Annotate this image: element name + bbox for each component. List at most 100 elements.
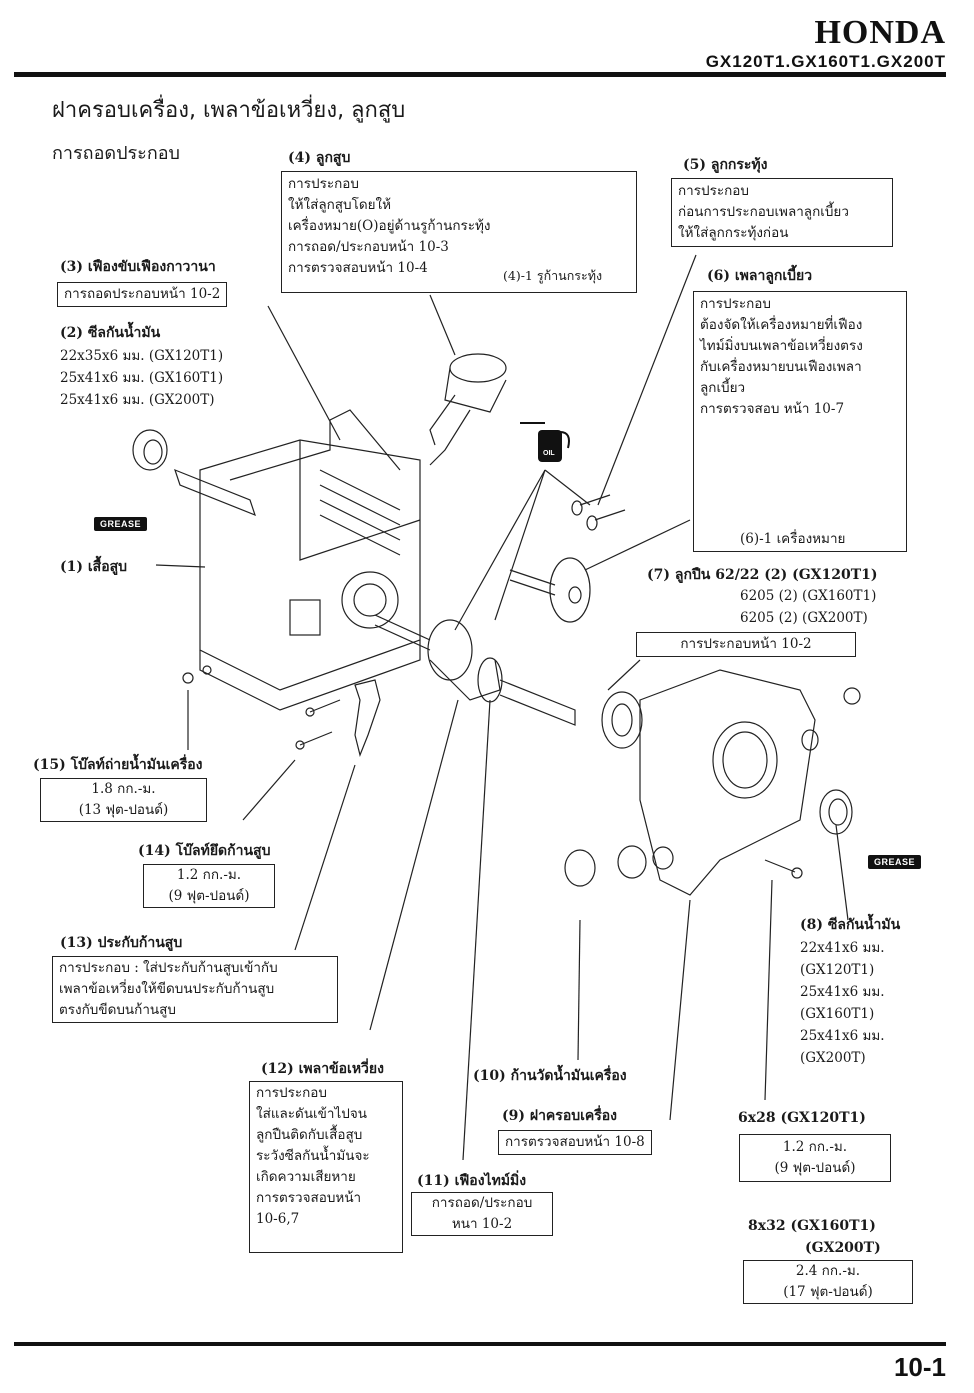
- bolt-a-box: 1.2 กก.-ม. (9 ฟุต-ปอนด์): [739, 1134, 891, 1182]
- callout-13-line: เพลาข้อเหวี่ยงให้ขีดบนประกับก้านสูบ: [59, 981, 275, 997]
- callout-8-line: (GX120T1): [800, 962, 875, 978]
- callout-15-label: (15) โบ๊ลท์ถ่ายน้ำมันเครื่อง: [33, 757, 203, 773]
- callout-7-label: (7) ลูกปืน 62/22 (2) (GX120T1): [647, 567, 878, 583]
- leader-line: [294, 764, 356, 951]
- callout-14-box: 1.2 กก.-ม. (9 ฟุต-ปอนด์): [143, 864, 275, 908]
- callout-5-line: ก่อนการประกอบเพลาลูกเบี้ยว: [678, 204, 849, 220]
- oil-seal-left-drawing: [132, 429, 168, 471]
- callout-6-line: การประกอบ: [700, 296, 771, 312]
- crankshaft-drawing: [374, 614, 576, 726]
- leader-line: [764, 879, 773, 1101]
- callout-14-label: (14) โบ๊ลท์ยึดก้านสูบ: [138, 843, 271, 859]
- callout-11-line: การถอด/ประกอบ: [431, 1195, 533, 1211]
- camshaft-drawing: [509, 557, 591, 623]
- callout-2-label: (2) ซีลกันน้ำมัน: [60, 325, 161, 341]
- bolt-b-label: 8x32 (GX160T1): [748, 1218, 876, 1234]
- callout-5-label: (5) ลูกกระทุ้ง: [683, 157, 768, 173]
- callout-11-label: (11) เฟืองไทม์มิ่ง: [417, 1173, 527, 1189]
- callout-4-line: ให้ใส่ลูกสูบโดยให้: [288, 197, 391, 213]
- leader-line: [494, 469, 546, 621]
- leader-line: [544, 469, 591, 506]
- callout-2-line: 22x35x6 มม. (GX120T1): [60, 348, 224, 364]
- callout-12-line: ใส่และดันเข้าไปจน: [256, 1106, 367, 1122]
- callout-6-line: ลูกเบี้ยว: [700, 380, 746, 396]
- bolt-b-box: 2.4 กก.-ม. (17 ฟุต-ปอนด์): [743, 1260, 913, 1304]
- leader-line: [577, 919, 581, 1061]
- leader-line: [267, 305, 341, 441]
- bolts-drawing: [182, 665, 803, 879]
- callout-3-box: การถอดประกอบหน้า 10-2: [57, 282, 228, 307]
- footer-divider: [14, 1342, 946, 1346]
- leader-line: [835, 824, 849, 921]
- oil-can-icon: OIL: [520, 422, 570, 462]
- rod-cap-drawing: [354, 679, 381, 757]
- callout-12-line: 10-6,7: [256, 1211, 300, 1227]
- leader-line: [429, 294, 456, 356]
- callout-9-box: การตรวจสอบหน้า 10-8: [498, 1130, 652, 1155]
- torque-value: 2.4 กก.-ม.: [795, 1263, 861, 1279]
- callout-6-label: (6) เพลาลูกเบี้ยว: [707, 268, 813, 284]
- callout-13-line: การประกอบ : ใส่ประกับก้านสูบเข้ากับ: [59, 960, 278, 976]
- callout-2-line: 25x41x6 มม. (GX160T1): [60, 370, 224, 386]
- crankcase-cover-drawing: [564, 669, 861, 896]
- leader-line: [242, 759, 296, 821]
- callout-5-line: การประกอบ: [678, 183, 749, 199]
- grease-icon-right: GREASE: [868, 850, 922, 869]
- page-number: 10-1: [893, 1352, 946, 1382]
- callout-12-line: เกิดความเสียหาย: [256, 1169, 356, 1185]
- callout-12-line: ลูกปืนติดกับเสื้อสูบ: [256, 1127, 363, 1143]
- callout-7-line: 6205 (2) (GX160T1): [740, 588, 877, 604]
- callout-15-box: 1.8 กก.-ม. (13 ฟุต-ปอนด์): [40, 778, 207, 822]
- leader-line: [369, 699, 459, 1031]
- callout-6-line: ไทม์มิ่งบนเพลาข้อเหวี่ยงตรง: [700, 338, 863, 354]
- cylinder-block-drawing: [174, 409, 421, 711]
- page-title: ฝาครอบเครื่อง, เพลาข้อเหวี่ยง, ลูกสูบ: [52, 98, 406, 123]
- callout-5-line: ให้ใส่ลูกกระทุ้งก่อน: [678, 225, 789, 241]
- callout-13-box: การประกอบ : ใส่ประกับก้านสูบเข้ากับ เพลา…: [52, 956, 338, 1023]
- callout-6-line: ต้องจัดให้เครื่องหมายที่เฟือง: [700, 317, 863, 333]
- callout-9-label: (9) ฝาครอบเครื่อง: [502, 1108, 618, 1124]
- callout-4-line: การถอด/ประกอบหน้า 10-3: [288, 239, 449, 255]
- piston-drawing: [429, 353, 507, 466]
- callout-4-line: การประกอบ: [288, 176, 359, 192]
- callout-12-line: การประกอบ: [256, 1085, 327, 1101]
- callout-4-sub: (4)-1 รูก้านกระทุ้ง: [503, 268, 603, 283]
- callout-13-line: ตรงกับขีดบนก้านสูบ: [59, 1002, 176, 1018]
- callout-12-label: (12) เพลาข้อเหวี่ยง: [261, 1061, 384, 1077]
- callout-8-line: (GX200T): [800, 1050, 866, 1066]
- tappets-drawing: [571, 494, 626, 531]
- leader-line: [597, 254, 697, 506]
- callout-2-line: 25x41x6 มม. (GX200T): [60, 392, 215, 408]
- callout-12-line: ระวังซีลกันน้ำมันจะ: [256, 1148, 370, 1164]
- callout-4-line: การตรวจสอบหน้า 10-4: [288, 260, 428, 276]
- bolt-a-label: 6x28 (GX120T1): [738, 1110, 866, 1126]
- callout-11-box: การถอด/ประกอบ หนา 10-2: [411, 1192, 553, 1236]
- callout-1-label: (1) เสื้อสูบ: [60, 559, 128, 575]
- leader-line: [607, 659, 641, 691]
- callout-11-line: หนา 10-2: [451, 1216, 513, 1232]
- torque-value-imperial: (13 ฟุต-ปอนด์): [78, 802, 169, 818]
- callout-8-line: 22x41x6 มม.: [800, 940, 885, 956]
- callout-6-line: กับเครื่องหมายบนเฟืองเพลา: [700, 359, 862, 375]
- callout-6-line: การตรวจสอบ หน้า 10-7: [700, 401, 845, 417]
- svg-text:OIL: OIL: [543, 450, 555, 457]
- callout-7-box: การประกอบหน้า 10-2: [636, 632, 856, 657]
- model-list: GX120T1.GX160T1.GX200T: [705, 52, 946, 71]
- callout-12-line: การตรวจสอบหน้า: [256, 1190, 362, 1206]
- callout-8-line: 25x41x6 มม.: [800, 984, 885, 1000]
- leader-line: [454, 469, 546, 631]
- callout-4-line: เครื่องหมาย(O)อยู่ด้านรูก้านกระทุ้ง: [288, 218, 491, 234]
- header-divider: [14, 72, 946, 77]
- callout-6-box: การประกอบ ต้องจัดให้เครื่องหมายที่เฟือง …: [693, 291, 907, 552]
- torque-value: 1.2 กก.-ม.: [176, 867, 242, 883]
- torque-value-imperial: (9 ฟุต-ปอนด์): [168, 888, 250, 904]
- leader-line: [584, 519, 691, 571]
- torque-value: 1.8 กก.-ม.: [91, 781, 156, 797]
- leader-line: [155, 564, 206, 568]
- torque-value-imperial: (9 ฟุต-ปอนด์): [774, 1160, 856, 1176]
- callout-6-sub: (6)-1 เครื่องหมาย: [740, 531, 846, 547]
- callout-8-line: 25x41x6 มม.: [800, 1028, 885, 1044]
- grease-icon-left: GREASE: [94, 512, 148, 531]
- leader-line: [462, 699, 491, 1161]
- callout-4-box: การประกอบ ให้ใส่ลูกสูบโดยให้ เครื่องหมาย…: [281, 171, 637, 293]
